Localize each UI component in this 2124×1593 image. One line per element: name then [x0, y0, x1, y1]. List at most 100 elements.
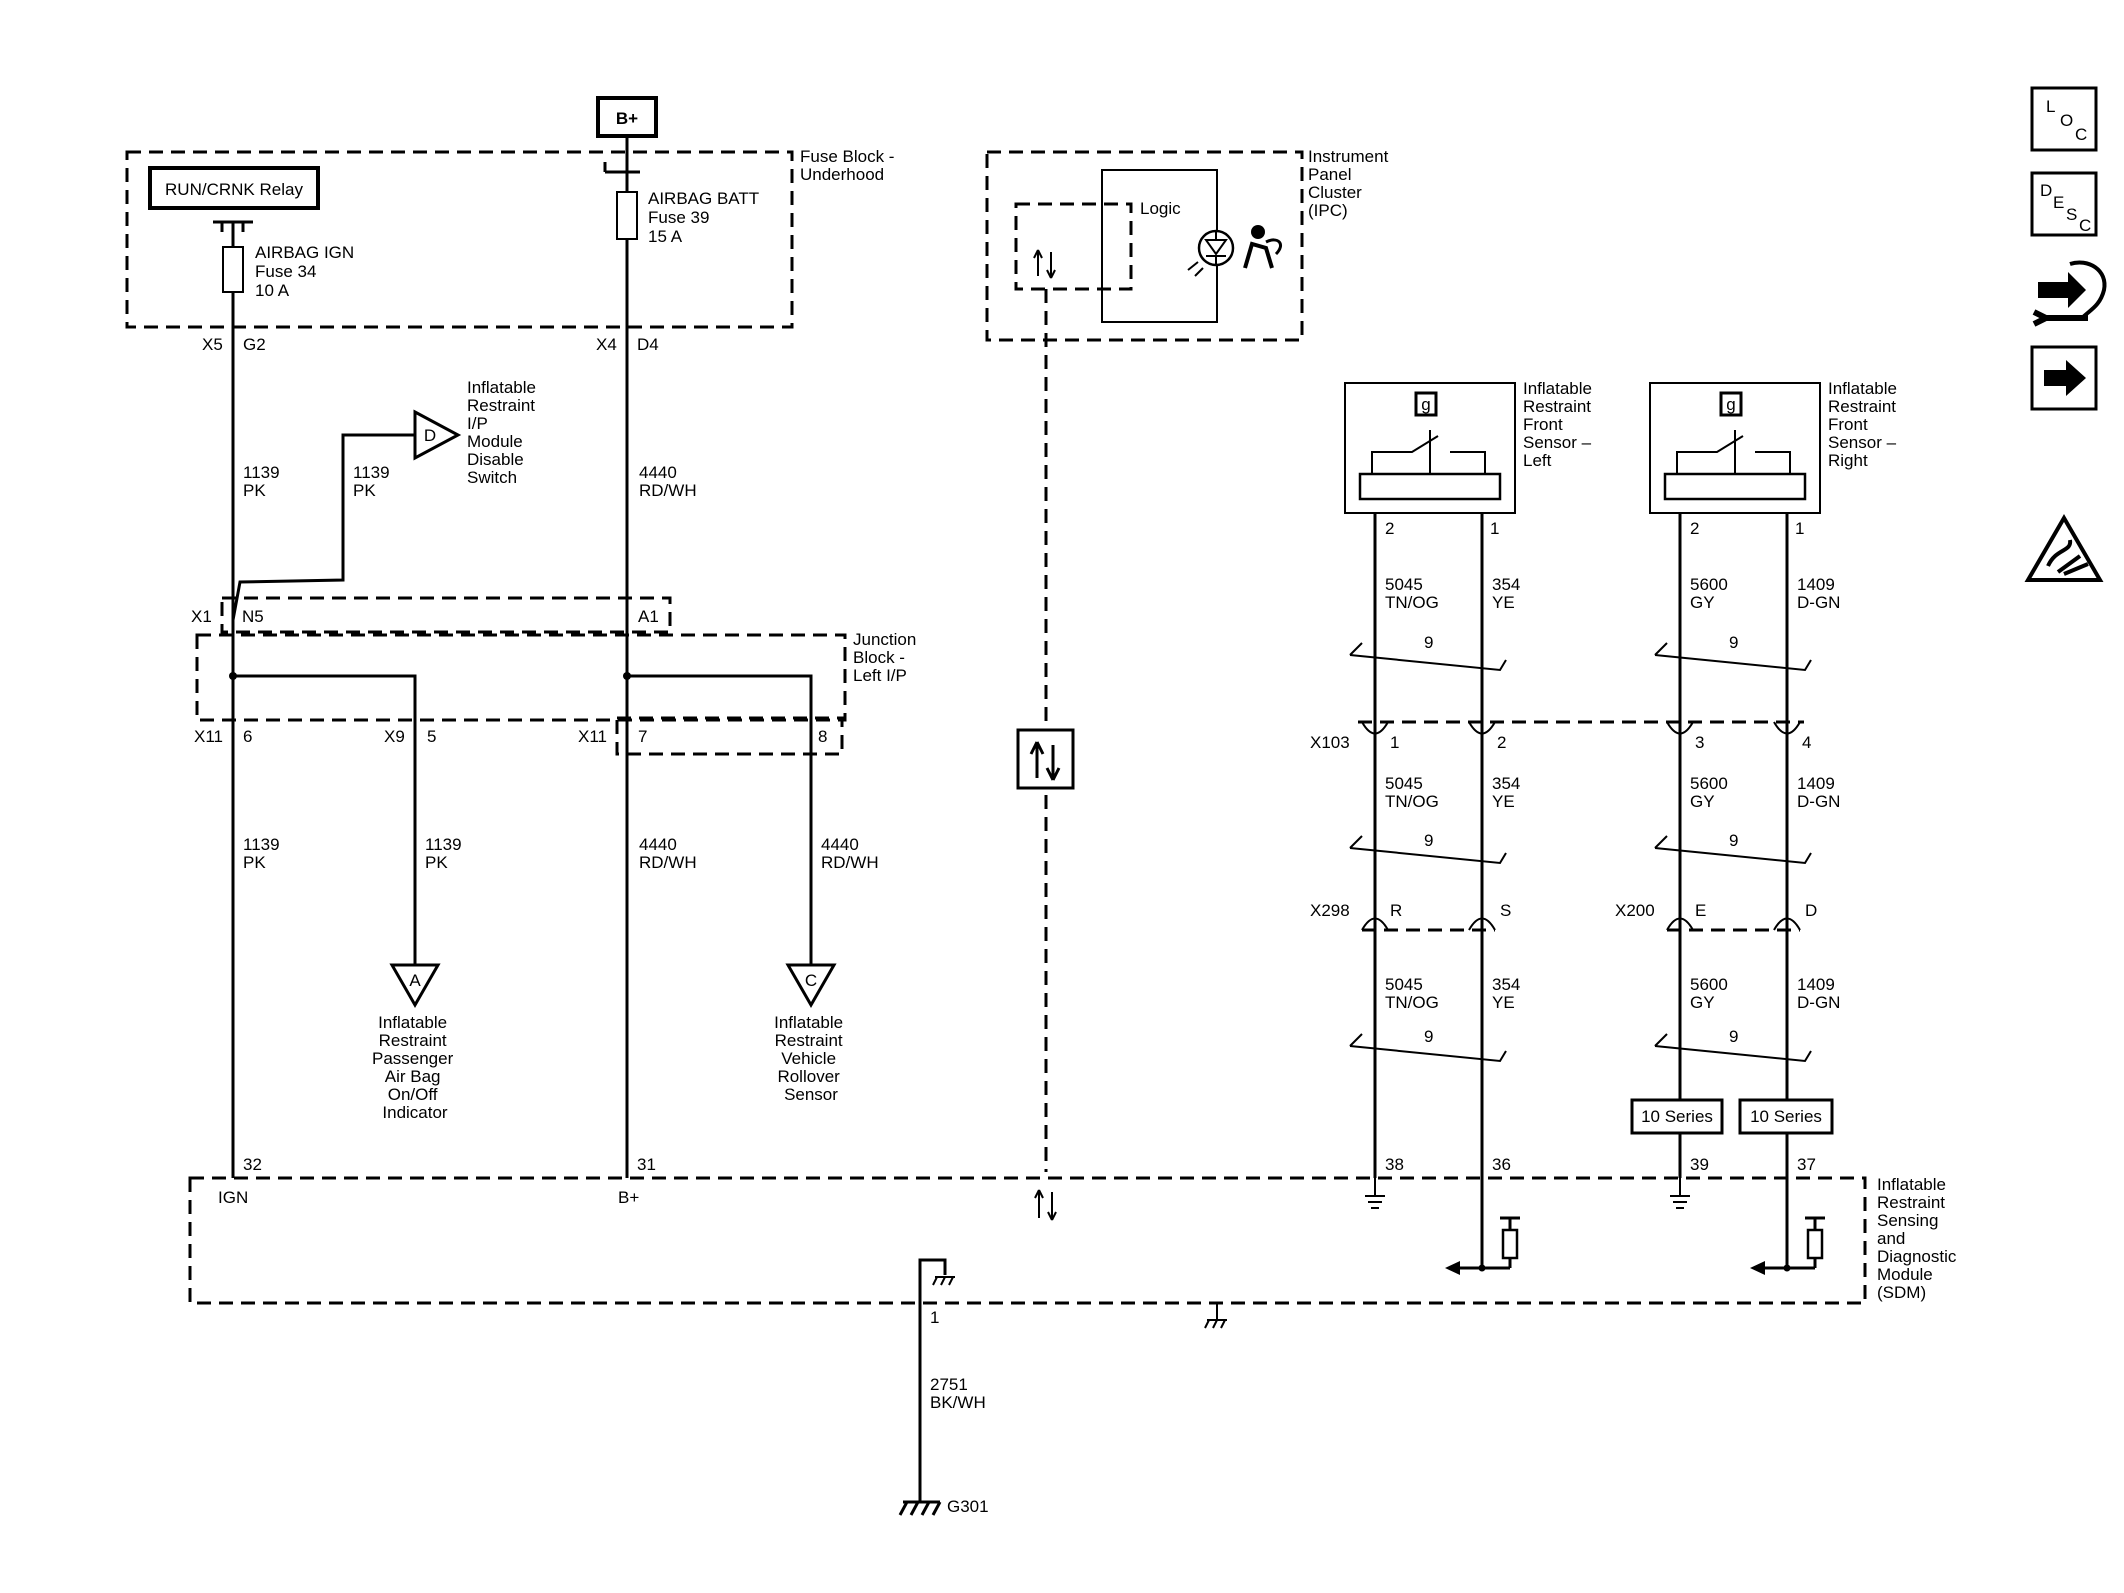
sdm-label: Inflatable Restraint Sensing and Diagnos…	[1877, 1175, 1961, 1302]
sdm-pin-38: 38	[1385, 1155, 1404, 1174]
junction-connector-x1	[220, 596, 672, 634]
airbag-person-icon	[1243, 225, 1282, 269]
sdm-resistor-left-icon	[1501, 1228, 1519, 1260]
sensor-right-pin-2: 2	[1690, 519, 1699, 538]
x103-name: X103	[1310, 733, 1350, 752]
conn-x1: X1	[191, 607, 212, 626]
wire-label-5045-c: 5045 TN/OG	[1385, 975, 1439, 1012]
sensor-left-element	[1358, 472, 1502, 501]
twist-label-left-1: 9	[1424, 633, 1433, 652]
wire-label-354-c: 354 YE	[1492, 975, 1525, 1012]
conn-pin-8: 8	[818, 727, 827, 746]
sensor-left-box	[1344, 382, 1516, 514]
junction-connector-x11b	[615, 716, 844, 756]
conn-x5: X5	[202, 335, 223, 354]
sdm-bplus-label: B+	[618, 1188, 639, 1207]
wire-label-354-a: 354 YE	[1492, 575, 1525, 612]
fuse-block-outline	[125, 150, 794, 329]
series-label-right: 10 Series	[1750, 1107, 1822, 1126]
sdm-input-left-arrow-icon	[1445, 1261, 1460, 1275]
conn-pin-7: 7	[638, 727, 647, 746]
ref-c-connector-icon	[785, 963, 837, 1009]
desc-button[interactable]: D E S C	[2030, 171, 2098, 237]
wire-label-1139-a: 1139 PK	[243, 463, 284, 500]
conn-g2: G2	[243, 335, 266, 354]
twist-label-right-2: 9	[1729, 831, 1738, 850]
wire-label-4440-b: 4440 RD/WH	[639, 835, 697, 872]
wire-label-2751: 2751 BK/WH	[930, 1375, 986, 1412]
wire-label-4440-a: 4440 RD/WH	[639, 463, 697, 500]
twist-label-left-2: 9	[1424, 831, 1433, 850]
loc-button[interactable]: L O C	[2030, 86, 2098, 152]
ipc-comm-arrows-icon	[1033, 249, 1056, 279]
x103-pin-3: 3	[1695, 733, 1704, 752]
connector-wrench-icon[interactable]	[2032, 260, 2107, 327]
twist-left-1	[1349, 642, 1507, 672]
sensor-right-g: g	[1726, 395, 1735, 414]
wire-label-5045-a: 5045 TN/OG	[1385, 575, 1439, 612]
conn-d4: D4	[637, 335, 659, 354]
sensor-right-switch-icon	[1676, 430, 1791, 476]
relay-box	[148, 166, 320, 210]
conn-x11-a: X11	[194, 727, 223, 746]
sdm-pin-36: 36	[1492, 1155, 1511, 1174]
sensor-right-g-box	[1719, 391, 1743, 417]
sdm-input-left-circuit	[1455, 1216, 1520, 1270]
sensor-right-pin-1: 1	[1795, 519, 1804, 538]
twist-right-1	[1654, 642, 1812, 672]
relay-contact	[213, 220, 253, 247]
airbag-batt-fuse-icon	[616, 191, 638, 240]
g301-ground-icon	[898, 1500, 942, 1516]
x298-name: X298	[1310, 901, 1350, 920]
sensor-left-switch-icon	[1371, 430, 1486, 476]
sdm-input-left-node	[1478, 1264, 1486, 1272]
twist-right-2	[1654, 835, 1812, 865]
series-box-left	[1630, 1098, 1724, 1135]
conn-pin-6: 6	[243, 727, 252, 746]
sensor-right-element	[1663, 472, 1807, 501]
sensor-right-ground-icon	[1670, 1178, 1690, 1209]
conn-pin-5: 5	[427, 727, 436, 746]
sensor-left-pin-2: 2	[1385, 519, 1394, 538]
ipc-outline	[985, 150, 1304, 342]
next-arrow-button[interactable]	[2030, 345, 2098, 411]
wire-to-disable-switch	[231, 433, 415, 621]
loc-icon-c: C	[2075, 125, 2087, 144]
twist-label-right-1: 9	[1729, 633, 1738, 652]
twist-right-3	[1654, 1033, 1812, 1063]
wire-label-1409-b: 1409 D-GN	[1797, 774, 1840, 811]
sdm-pin-37: 37	[1797, 1155, 1816, 1174]
serial-data-arrows-icon	[1029, 741, 1061, 781]
sdm-chassis-ground-icon	[932, 1276, 955, 1286]
desc-icon-e: E	[2053, 193, 2064, 212]
fuse-34-label: AIRBAG IGN Fuse 34 10 A	[255, 243, 359, 300]
conn-x11-b: X11	[578, 727, 607, 746]
right-arrow-icon	[2044, 360, 2086, 396]
sdm-chassis-ground-wire	[918, 1258, 947, 1303]
x298-x200-pin-caps	[1361, 917, 1801, 931]
ref-a-letter: A	[409, 971, 421, 990]
sensor-left-label: Inflatable Restraint Front Sensor – Left	[1523, 379, 1597, 470]
sensor-right-box	[1649, 382, 1821, 514]
lamp-light-rays	[1187, 261, 1204, 277]
airbag-ign-fuse-icon	[222, 246, 244, 293]
twist-label-right-3: 9	[1729, 1027, 1738, 1046]
wire-label-5600-a: 5600 GY	[1690, 575, 1733, 612]
wire-label-5600-c: 5600 GY	[1690, 975, 1733, 1012]
x298-pin-s: S	[1500, 901, 1511, 920]
sdm-comm-arrows-icon	[1034, 1189, 1057, 1221]
junction-block-label: Junction Block - Left I/P	[853, 630, 921, 685]
disable-switch-letter: D	[424, 426, 436, 445]
ipc-label: Instrument Panel Cluster (IPC)	[1308, 147, 1393, 220]
sdm-input-right-node	[1783, 1264, 1791, 1272]
wire-label-354-b: 354 YE	[1492, 774, 1525, 811]
sensor-left-g-box	[1414, 391, 1438, 417]
wire-to-rollover	[627, 674, 813, 965]
conn-a1: A1	[638, 607, 659, 626]
ref-a-label: Inflatable Restraint Passenger Air Bag O…	[372, 1013, 458, 1122]
twist-label-left-3: 9	[1424, 1027, 1433, 1046]
sensor-left-pin-1: 1	[1490, 519, 1499, 538]
ref-c-letter: C	[805, 971, 817, 990]
twist-left-2	[1349, 835, 1507, 865]
